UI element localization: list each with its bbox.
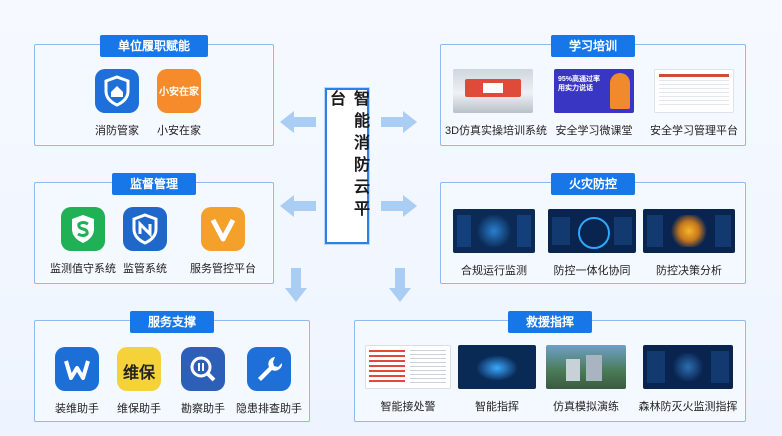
rescue-command-thumbnail bbox=[458, 345, 536, 389]
study-micro-class-thumbnail: 95%高通过率 用实力说话 bbox=[554, 69, 634, 113]
rescue-simulation-drill[interactable]: 仿真模拟演练 bbox=[541, 345, 631, 414]
app-supervision-label: 监管系统 bbox=[123, 263, 167, 275]
fire-coordination-label: 防控一体化协同 bbox=[553, 265, 631, 277]
panel-fire-control-title: 火灾防控 bbox=[550, 173, 636, 195]
arrow-down-right-icon bbox=[389, 268, 411, 302]
fire-decision-label: 防控决策分析 bbox=[656, 265, 722, 277]
app-service-control-label: 服务管控平台 bbox=[190, 263, 256, 275]
fire-compliance-label: 合规运行监测 bbox=[461, 265, 527, 277]
xiaoan-home-icon: 小安在家 bbox=[157, 69, 201, 113]
xiaoan-home-icon-text: 小安在家 bbox=[159, 87, 199, 98]
rescue-forest-thumbnail bbox=[643, 345, 733, 389]
panel-unit-duty: 单位履职赋能 消防管家 小安在家 小安在家 bbox=[34, 35, 274, 146]
fire-compliance-monitor[interactable]: 合规运行监测 bbox=[447, 209, 541, 278]
study-3d-thumbnail bbox=[453, 69, 533, 113]
weibao-icon-text: 维保 bbox=[122, 365, 155, 382]
app-monitor-duty[interactable]: 监测值守系统 bbox=[43, 207, 123, 276]
arrow-left-top-icon bbox=[280, 111, 316, 133]
app-survey-assistant-label: 勘察助手 bbox=[181, 403, 225, 415]
study-management-label: 安全学习管理平台 bbox=[650, 125, 738, 137]
fire-decision-thumbnail bbox=[643, 209, 735, 253]
magnifier-icon bbox=[181, 347, 225, 391]
app-maintenance-assistant[interactable]: 维保 维保助手 bbox=[109, 347, 169, 416]
rescue-forest-fire-monitor[interactable]: 森林防灭火监测指挥 bbox=[633, 345, 743, 414]
app-hazard-check-assistant[interactable]: 隐患排查助手 bbox=[229, 347, 309, 416]
fire-integrated-coordination[interactable]: 防控一体化协同 bbox=[545, 209, 639, 278]
app-install-assistant[interactable]: 装维助手 bbox=[47, 347, 107, 416]
arrow-right-mid-icon bbox=[381, 195, 417, 217]
rescue-alarm-label: 智能接处警 bbox=[380, 401, 436, 413]
study-micro-class-label: 安全学习微课堂 bbox=[555, 125, 633, 137]
study-3d-label: 3D仿真实操培训系统 bbox=[445, 125, 548, 137]
arrow-down-left-icon bbox=[285, 268, 307, 302]
app-xiaoan-home[interactable]: 小安在家 小安在家 bbox=[147, 69, 211, 138]
panel-fire-control: 火灾防控 合规运行监测 防控一体化协同 防控决策分析 bbox=[440, 173, 746, 284]
app-fire-butler-label: 消防管家 bbox=[95, 125, 139, 137]
app-monitor-duty-label: 监测值守系统 bbox=[50, 263, 116, 275]
rescue-smart-alarm[interactable]: 智能接处警 bbox=[363, 345, 453, 414]
rescue-drill-label: 仿真模拟演练 bbox=[553, 401, 619, 413]
fire-coordination-thumbnail bbox=[548, 209, 636, 253]
v-logo-icon bbox=[201, 207, 245, 251]
app-install-assistant-label: 装维助手 bbox=[55, 403, 99, 415]
rescue-drill-thumbnail bbox=[546, 345, 626, 389]
panel-unit-duty-title: 单位履职赋能 bbox=[99, 35, 209, 57]
panel-study: 学习培训 3D仿真实操培训系统 95%高通过率 用实力说话 安全学习微课堂 安全… bbox=[440, 35, 746, 146]
panel-study-title: 学习培训 bbox=[550, 35, 636, 57]
arrow-left-mid-icon bbox=[280, 195, 316, 217]
rescue-smart-command[interactable]: 智能指挥 bbox=[455, 345, 539, 414]
panel-rescue-command: 救援指挥 智能接处警 智能指挥 仿真模拟演练 森林防灭火监测指挥 bbox=[354, 311, 746, 422]
panel-service-support: 服务支撑 装维助手 维保 维保助手 勘察助手 隐患排查助手 bbox=[34, 311, 310, 422]
app-survey-assistant[interactable]: 勘察助手 bbox=[173, 347, 233, 416]
rescue-command-label: 智能指挥 bbox=[475, 401, 519, 413]
study-micro-class-thumb-text: 95%高通过率 用实力说话 bbox=[558, 76, 601, 92]
app-xiaoan-home-label: 小安在家 bbox=[157, 125, 201, 137]
rescue-alarm-thumbnail bbox=[365, 345, 451, 389]
wrench-icon bbox=[247, 347, 291, 391]
panel-supervise-title: 监督管理 bbox=[111, 173, 197, 195]
fire-decision-analysis[interactable]: 防控决策分析 bbox=[641, 209, 737, 278]
study-management-platform[interactable]: 安全学习管理平台 bbox=[645, 69, 743, 138]
app-maintenance-assistant-label: 维保助手 bbox=[117, 403, 161, 415]
shield-n-icon bbox=[123, 207, 167, 251]
rescue-forest-label: 森林防灭火监测指挥 bbox=[638, 401, 738, 413]
w-logo-icon bbox=[55, 347, 99, 391]
study-management-thumbnail bbox=[654, 69, 734, 113]
app-supervision[interactable]: 监管系统 bbox=[113, 207, 177, 276]
arrow-right-top-icon bbox=[381, 111, 417, 133]
center-platform-box: 智能消防云平台 bbox=[325, 88, 369, 244]
panel-rescue-command-title: 救援指挥 bbox=[507, 311, 593, 333]
fire-compliance-thumbnail bbox=[453, 209, 535, 253]
center-platform-title: 智能消防云平台 bbox=[327, 90, 368, 222]
study-3d-training[interactable]: 3D仿真实操培训系统 bbox=[445, 69, 548, 138]
weibao-icon: 维保 bbox=[117, 347, 161, 391]
study-micro-class[interactable]: 95%高通过率 用实力说话 安全学习微课堂 bbox=[549, 69, 639, 138]
panel-service-support-title: 服务支撑 bbox=[129, 311, 215, 333]
panel-supervise: 监督管理 监测值守系统 监管系统 服务管控平台 bbox=[34, 173, 274, 284]
app-fire-butler[interactable]: 消防管家 bbox=[85, 69, 149, 138]
app-hazard-check-assistant-label: 隐患排查助手 bbox=[236, 403, 302, 415]
shield-s-icon bbox=[61, 207, 105, 251]
shield-house-icon bbox=[95, 69, 139, 113]
app-service-control[interactable]: 服务管控平台 bbox=[175, 207, 271, 276]
